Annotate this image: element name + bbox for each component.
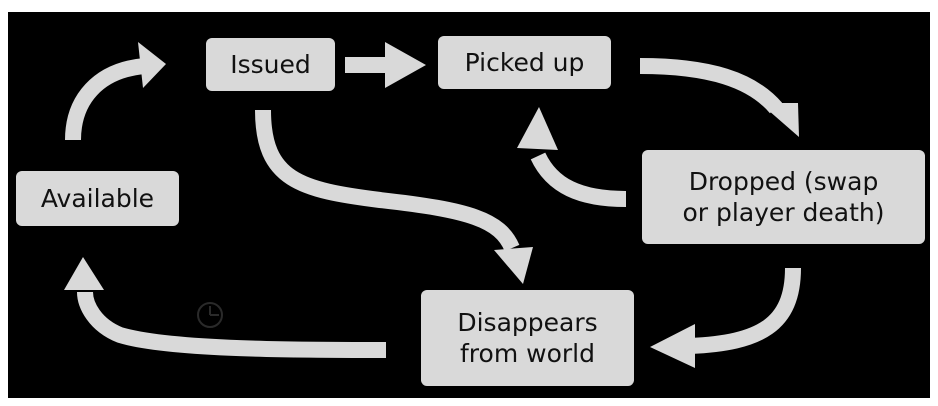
arrow-issued-to-disappears xyxy=(255,109,533,284)
node-disappears: Disappears from world xyxy=(421,290,634,386)
node-dropped-line2: or player death) xyxy=(682,198,885,227)
node-issued: Issued xyxy=(206,38,335,91)
arrow-available-to-issued xyxy=(65,42,166,141)
node-available-label: Available xyxy=(40,183,155,213)
node-dropped-line1: Dropped (swap xyxy=(688,166,879,196)
node-disappears-line2: from world xyxy=(460,339,595,368)
node-available: Available xyxy=(16,171,179,226)
node-issued-label: Issued xyxy=(230,49,311,79)
node-picked-up-label: Picked up xyxy=(464,47,585,77)
node-dropped: Dropped (swap or player death) xyxy=(642,150,925,244)
arrow-disappears-to-available xyxy=(64,257,387,358)
arrow-issued-to-picked-up xyxy=(345,42,426,88)
arrow-picked-up-to-dropped xyxy=(639,58,799,137)
arrow-dropped-to-picked-up xyxy=(517,107,627,207)
clock-icon xyxy=(197,302,223,328)
node-picked-up: Picked up xyxy=(438,36,611,89)
arrow-dropped-to-disappears xyxy=(650,267,801,368)
node-disappears-line1: Disappears xyxy=(457,307,598,337)
